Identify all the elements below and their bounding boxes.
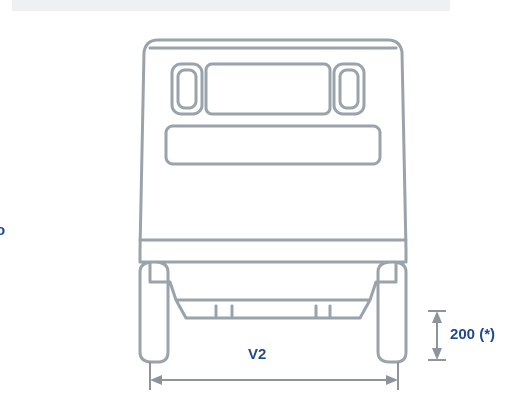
chassis-detail — [214, 304, 332, 320]
ground-clearance-dimension — [428, 310, 446, 361]
right-light — [332, 62, 366, 116]
rear-window — [204, 62, 332, 116]
ground-clearance-label: 200 (*) — [450, 326, 496, 343]
bumper — [148, 260, 398, 302]
header-band — [12, 0, 450, 11]
track-width-dimension — [149, 362, 399, 390]
track-width-label: V2 — [248, 346, 267, 363]
rear-panel — [164, 124, 382, 166]
left-wheel — [138, 260, 170, 364]
left-light — [170, 62, 204, 116]
left-dimension-label: o — [0, 222, 6, 239]
right-wheel — [376, 260, 408, 364]
body-outline — [138, 38, 408, 264]
